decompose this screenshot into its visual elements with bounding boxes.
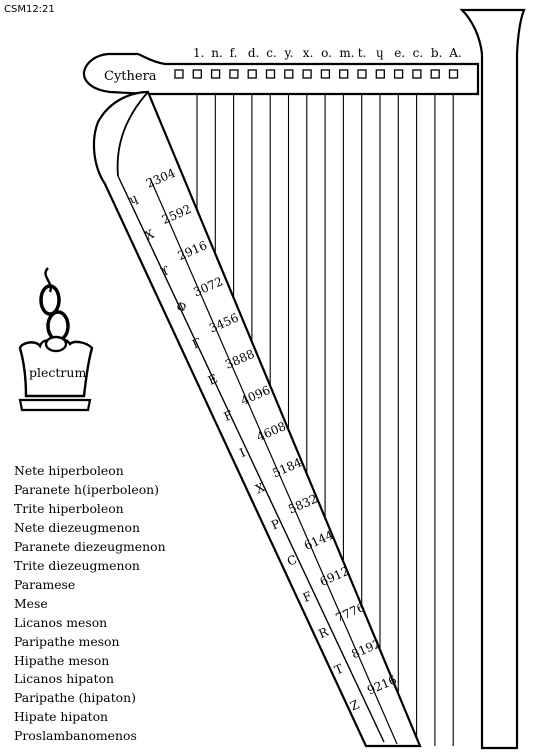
plectrum-illustration: plectrum	[18, 267, 94, 412]
tuning-peg	[412, 69, 422, 79]
note-name: Trite diezeugmenon	[14, 557, 140, 573]
column-letter: x.	[303, 46, 314, 60]
figure-id-label: CSM12:21	[4, 4, 55, 15]
neck-symbol: I	[238, 445, 248, 460]
column-letter: d.	[248, 46, 260, 60]
column-letter: 1.	[193, 46, 204, 60]
column-letter: c.	[413, 46, 424, 60]
harp-pillar	[459, 8, 526, 750]
tuning-peg	[210, 69, 221, 79]
column-letters: 1. n. f. d. c. y. x. o. m. t. ɥ e. c. b. A.	[193, 46, 462, 60]
note-name: Paranete h(iperboleon)	[14, 481, 159, 497]
note-name: Proslambanomenos	[14, 728, 137, 744]
column-letter: e.	[394, 46, 405, 60]
note-name: Nete hiperboleon	[14, 463, 124, 478]
note-name: Hipathe meson	[14, 652, 110, 668]
column-letter: m.	[339, 46, 354, 60]
note-name: Mese	[14, 595, 48, 611]
harp-arm	[82, 52, 480, 96]
tuning-peg	[265, 69, 276, 79]
column-letter: f.	[230, 46, 238, 60]
plectrum-tip	[44, 267, 52, 293]
note-name: Nete diezeugmenon	[14, 519, 140, 535]
note-name: Paripathe meson	[14, 633, 120, 649]
note-name: Licanos hipaton	[14, 671, 114, 687]
tuning-peg	[430, 69, 440, 79]
tuning-peg	[174, 69, 184, 79]
note-name: Licanos meson	[14, 614, 108, 630]
column-letter: y.	[284, 46, 294, 60]
top-bar-label: Cythera	[104, 69, 157, 84]
tuning-peg	[192, 69, 202, 79]
tuning-pegs	[174, 69, 459, 79]
harp-scroll	[116, 91, 149, 177]
tuning-peg	[284, 69, 294, 79]
tuning-peg	[339, 69, 349, 79]
note-name: Paramese	[14, 576, 76, 592]
tuning-peg	[375, 69, 385, 79]
harp-neck-divider	[149, 177, 398, 745]
plectrum-ring-bottom	[46, 310, 70, 342]
tuning-peg	[229, 69, 239, 79]
plectrum-crown	[18, 338, 94, 398]
note-name: Trite hiperboleon	[14, 500, 124, 516]
tuning-peg	[302, 69, 312, 79]
tuning-peg	[357, 69, 367, 79]
note-name: Paranete diezeugmenon	[14, 538, 166, 554]
tuning-peg	[320, 69, 331, 79]
column-letter: ɥ	[376, 46, 384, 60]
tuning-peg	[247, 69, 257, 79]
tuning-peg	[448, 69, 459, 79]
column-letter: c.	[266, 46, 277, 60]
column-letter: b.	[431, 46, 443, 60]
plectrum-ring-top	[39, 284, 61, 316]
column-letter: t.	[358, 46, 367, 60]
harp-neck-inner	[117, 175, 385, 743]
tuning-peg	[393, 69, 404, 79]
column-letter: n.	[211, 46, 223, 60]
plectrum-crown-knob	[44, 335, 68, 353]
column-letter: o.	[321, 46, 332, 60]
column-letter: A.	[448, 46, 461, 60]
plectrum-label: plectrum	[29, 365, 86, 380]
note-name: Hipate hipaton	[14, 709, 109, 725]
plectrum-base	[18, 398, 92, 412]
note-name: Paripathe (hipaton)	[14, 690, 136, 706]
